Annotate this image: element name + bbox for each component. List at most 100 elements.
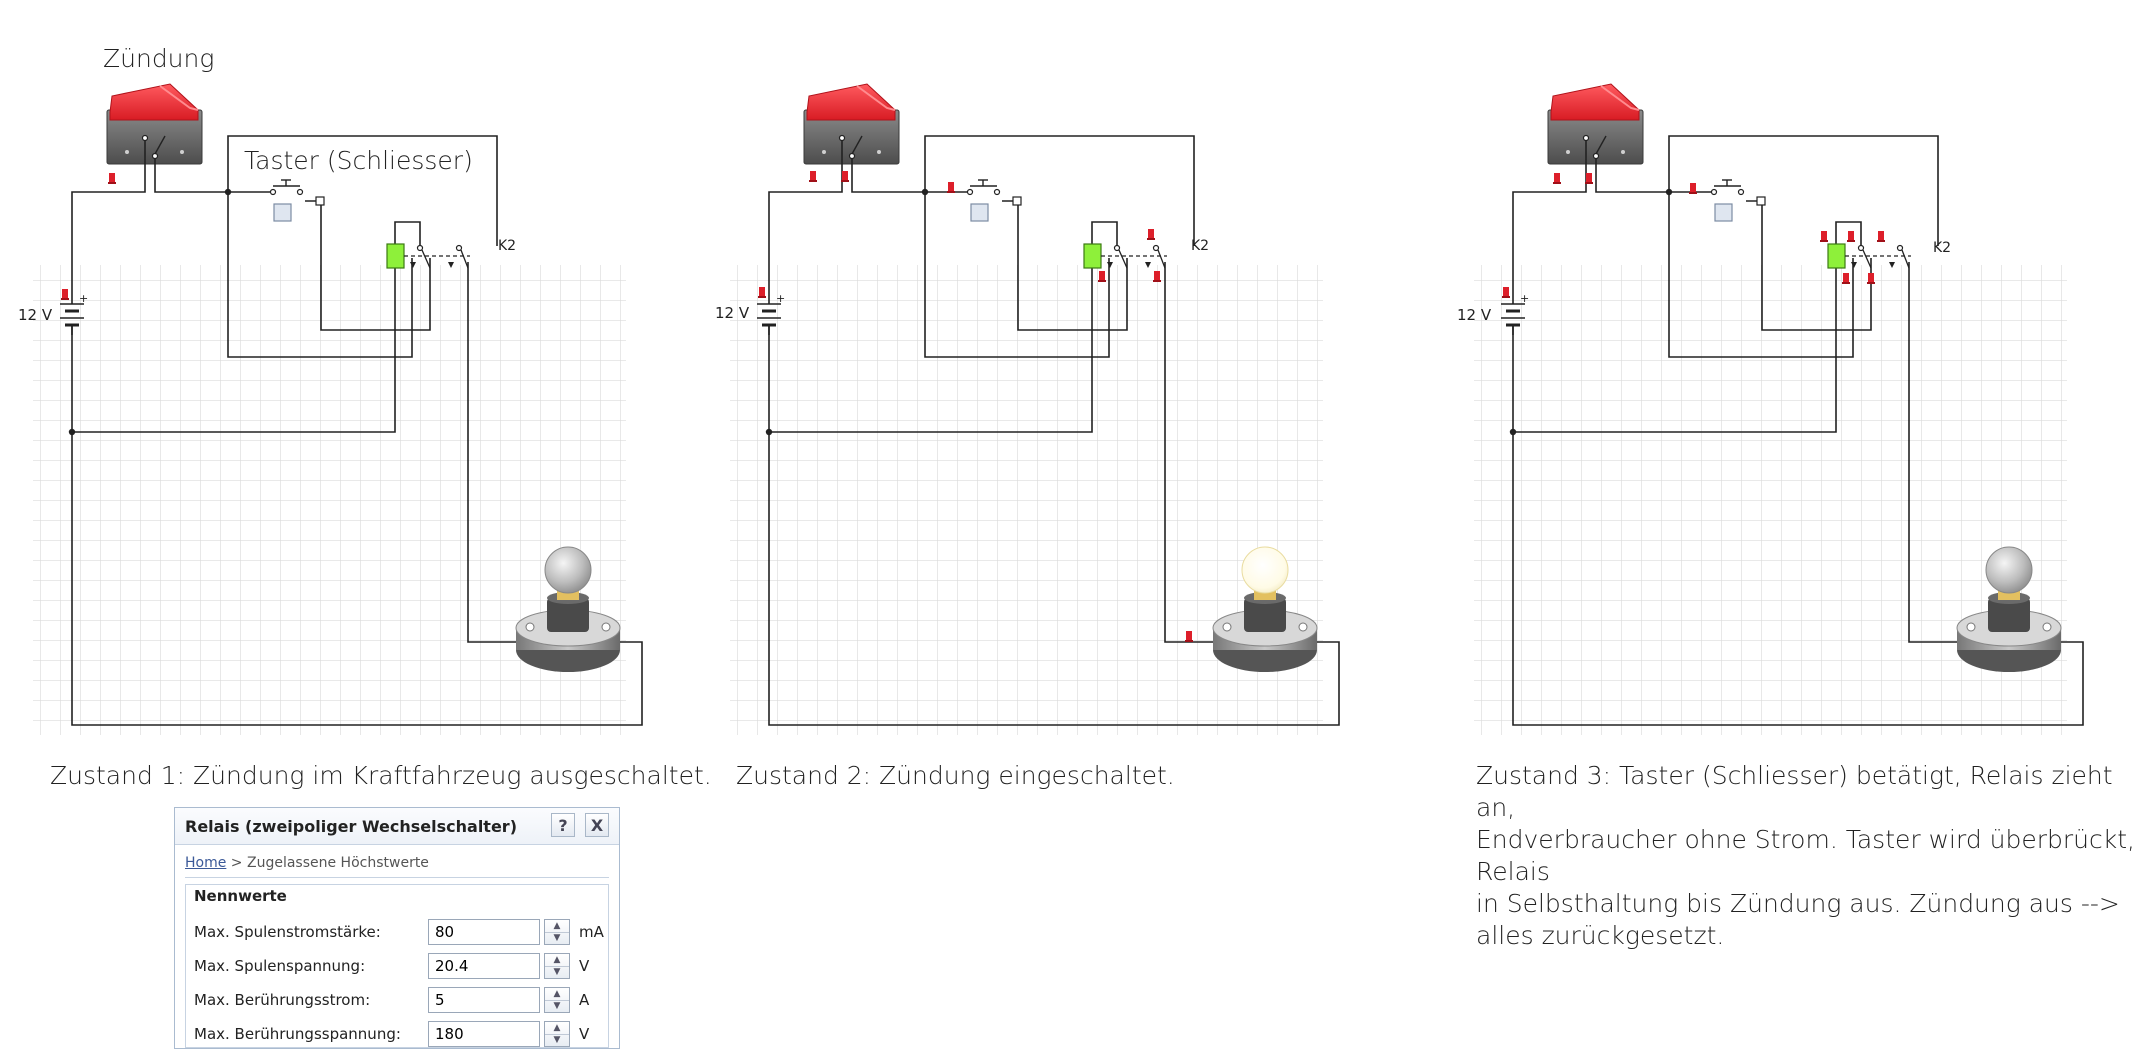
- caption-zustand-3: Zustand 3: Taster (Schliesser) betätigt,…: [1476, 760, 2154, 952]
- panel-zustand-2: +: [730, 83, 1340, 735]
- lamp-off: [515, 546, 621, 672]
- spinner-down-icon[interactable]: ▼: [553, 1001, 561, 1011]
- setting-unit: V: [579, 957, 590, 975]
- wire: [394, 221, 421, 248]
- setting-value-input[interactable]: [428, 987, 540, 1013]
- breadcrumb: Home > Zugelassene Höchstwerte: [175, 845, 619, 877]
- value-spinner[interactable]: ▲▼: [544, 953, 570, 979]
- battery-label-1: 12 V: [18, 306, 53, 324]
- relay-k2[interactable]: [1083, 221, 1167, 269]
- probe-marker: [947, 182, 955, 193]
- probe-marker: [809, 171, 817, 182]
- wire-inner-loop: [227, 192, 413, 358]
- spinner-down-icon[interactable]: ▼: [553, 933, 561, 943]
- battery-12v: +: [60, 290, 88, 335]
- value-spinner[interactable]: ▲▼: [544, 919, 570, 945]
- ignition-switch[interactable]: [803, 83, 900, 165]
- wire-coil-neg: [1513, 268, 1837, 433]
- push-button[interactable]: [269, 179, 325, 222]
- button-label-bg: [240, 141, 455, 175]
- group-title: Nennwerte: [194, 887, 287, 905]
- spinner-down-icon[interactable]: ▼: [553, 1035, 561, 1045]
- value-spinner[interactable]: ▲▼: [544, 1021, 570, 1047]
- relay-label-2: K2: [1191, 238, 1209, 254]
- setting-unit: V: [579, 1025, 590, 1043]
- probe-marker: [1153, 271, 1161, 282]
- wire-inner-loop: [924, 192, 1110, 358]
- probe-marker: [1502, 287, 1510, 298]
- probe-marker: [1689, 183, 1697, 194]
- close-button[interactable]: X: [585, 813, 609, 837]
- ignition-label: Zündung: [103, 44, 214, 73]
- spinner-up-icon[interactable]: ▲: [545, 988, 569, 1001]
- help-button[interactable]: ?: [551, 813, 575, 837]
- caption-line: alles zurückgesetzt.: [1476, 921, 1725, 950]
- junction-dot: [68, 428, 76, 436]
- setting-value-input[interactable]: [428, 953, 540, 979]
- junction-dot: [224, 188, 232, 196]
- probe-marker: [1820, 231, 1828, 242]
- push-button[interactable]: [966, 179, 1022, 222]
- ignition-switch[interactable]: [106, 83, 203, 165]
- dialog-title: Relais (zweipoliger Wechselschalter): [185, 816, 517, 836]
- wire: [71, 140, 146, 290]
- svg-text:+: +: [776, 292, 785, 305]
- push-button[interactable]: [1710, 179, 1766, 222]
- caption-line: Endverbraucher ohne Strom. Taster wird ü…: [1476, 825, 2135, 886]
- wire-to-node: [851, 158, 925, 193]
- relay-k2[interactable]: [386, 221, 470, 269]
- svg-text:+: +: [1520, 292, 1529, 305]
- relay-coil: [1827, 243, 1846, 269]
- wire: [768, 140, 843, 290]
- probe-marker: [841, 171, 849, 182]
- spinner-up-icon[interactable]: ▲: [545, 954, 569, 967]
- probe-marker: [1877, 231, 1885, 242]
- wire: [1091, 221, 1118, 248]
- probe-marker: [758, 287, 766, 298]
- battery-label-2: 12 V: [715, 304, 750, 322]
- probe-marker: [108, 173, 116, 184]
- breadcrumb-home-link[interactable]: Home: [185, 855, 227, 871]
- wire-coil-neg: [72, 268, 396, 433]
- relay-properties-dialog: Relais (zweipoliger Wechselschalter) ? X…: [174, 807, 620, 1049]
- battery-12v: +: [1501, 290, 1529, 335]
- wire-top-loop: [924, 135, 1195, 246]
- setting-unit: mA: [579, 923, 604, 941]
- probe-marker: [61, 289, 69, 300]
- probe-marker: [1098, 271, 1106, 282]
- caption-zustand-1: Zustand 1: Zündung im Kraftfahrzeug ausg…: [50, 760, 712, 792]
- spinner-up-icon[interactable]: ▲: [545, 1022, 569, 1035]
- spinner-up-icon[interactable]: ▲: [545, 920, 569, 933]
- junction-dot: [765, 428, 773, 436]
- caption-line: Zustand 2: Zündung eingeschaltet.: [736, 761, 1175, 790]
- wire-coil-neg: [769, 268, 1093, 433]
- dialog-header: Relais (zweipoliger Wechselschalter) ? X: [175, 808, 619, 845]
- setting-value-input[interactable]: [428, 1021, 540, 1047]
- return-wire: [1512, 325, 2084, 726]
- probe-marker: [1585, 173, 1593, 184]
- ignition-switch[interactable]: [1547, 83, 1644, 165]
- wire-to-node: [154, 158, 228, 193]
- setting-label: Max. Berührungsstrom:: [194, 991, 371, 1009]
- spinner-down-icon[interactable]: ▼: [553, 967, 561, 977]
- wire-top-loop: [1668, 135, 1939, 246]
- svg-text:+: +: [79, 292, 88, 305]
- caption-line: Zustand 1: Zündung im Kraftfahrzeug ausg…: [50, 761, 712, 790]
- probe-marker: [1867, 273, 1875, 284]
- relay-coil: [1083, 243, 1102, 269]
- probe-marker: [1847, 231, 1855, 242]
- wire-to-node: [1595, 158, 1669, 193]
- setting-label: Max. Berührungsspannung:: [194, 1025, 401, 1043]
- nennwerte-group: Nennwerte Max. Spulenstromstärke:▲▼mAMax…: [185, 884, 609, 1048]
- caption-line: in Selbsthaltung bis Zündung aus. Zündun…: [1476, 889, 2120, 918]
- junction-dot: [1665, 188, 1673, 196]
- setting-row: Max. Berührungsstrom:▲▼A: [194, 985, 614, 1015]
- battery-12v: +: [757, 290, 785, 335]
- setting-value-input[interactable]: [428, 919, 540, 945]
- probe-marker: [1553, 173, 1561, 184]
- probe-marker: [1185, 631, 1193, 642]
- value-spinner[interactable]: ▲▼: [544, 987, 570, 1013]
- relay-k2[interactable]: [1827, 221, 1911, 269]
- junction-dot: [1509, 428, 1517, 436]
